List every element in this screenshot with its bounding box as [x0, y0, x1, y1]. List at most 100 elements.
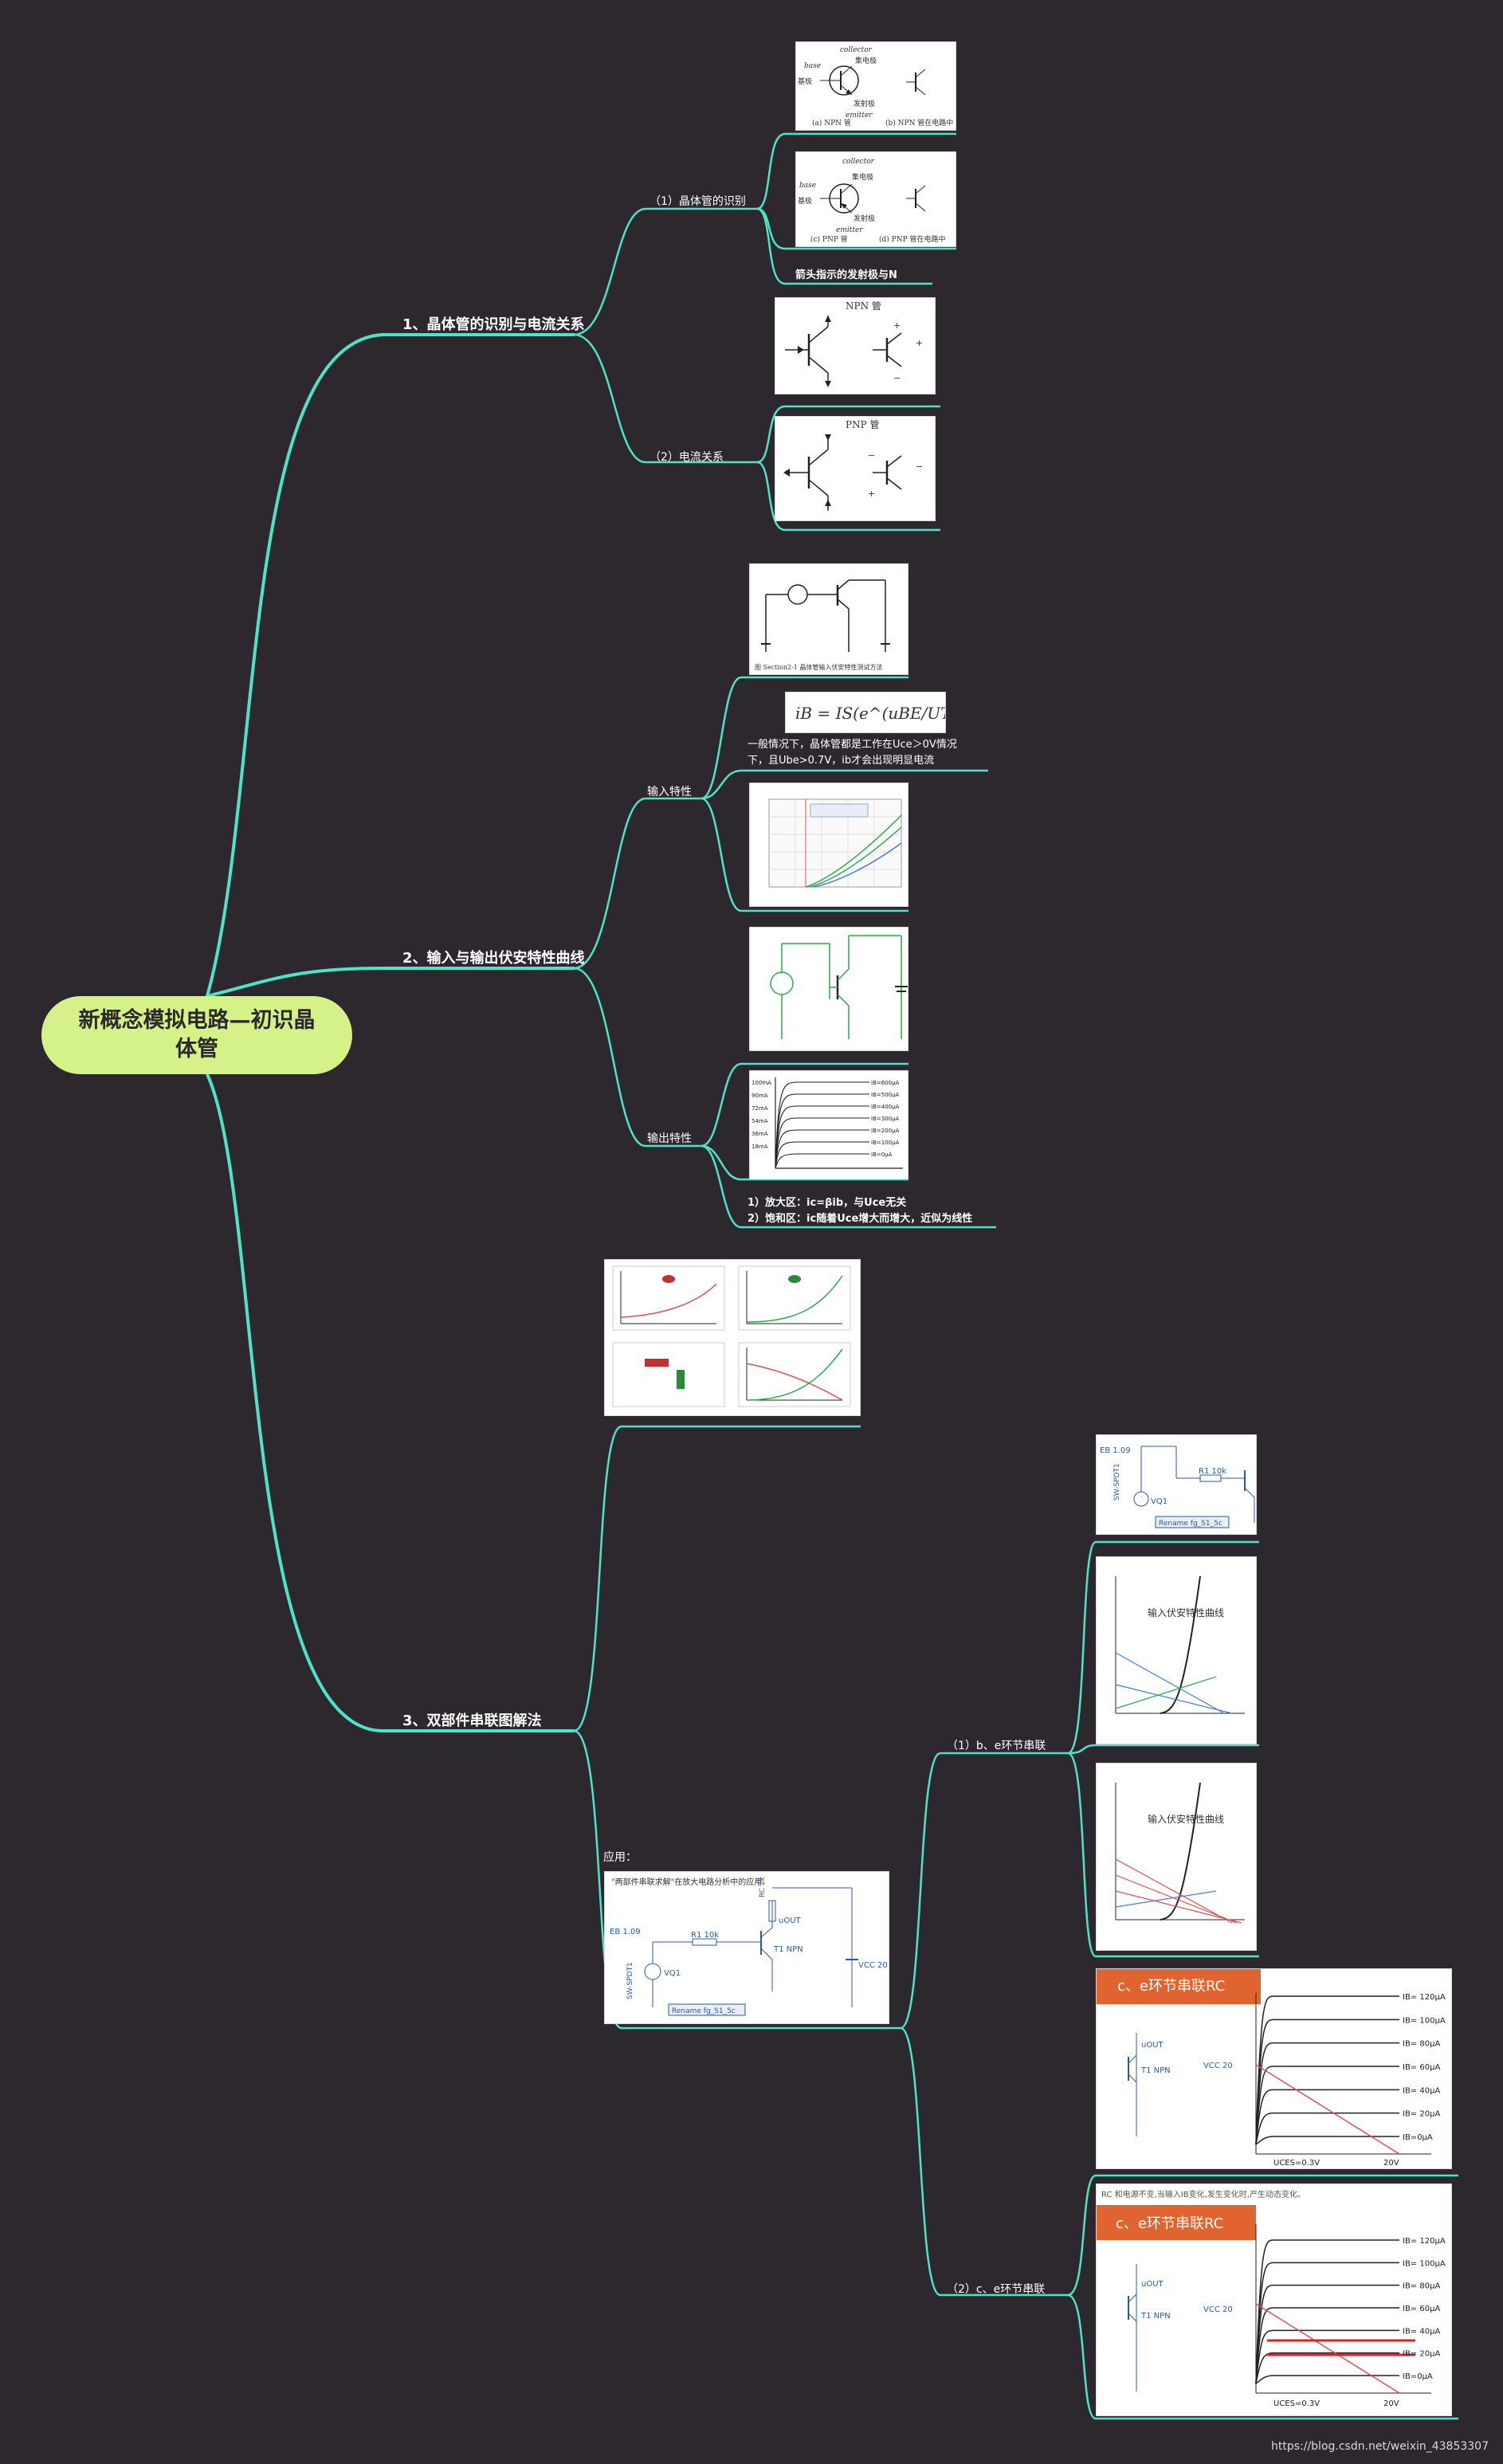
output-curve-label: IB=600μA — [871, 1080, 900, 1086]
connector-topic-2 — [206, 967, 575, 998]
label-fasheji: 发射极 — [854, 99, 875, 108]
figure-input-test-circuit: 图 Section2-1 晶体管输入伏安特性测试方法 — [749, 563, 908, 675]
output-curve-label: IB=300μA — [871, 1116, 900, 1122]
ce-curve-label: IB= 120μA — [1403, 2237, 1446, 2246]
subtopic-output-characteristic[interactable]: 输出特性 — [647, 1132, 692, 1145]
label-base-pnp: base — [799, 182, 816, 190]
ce-curve — [1255, 2375, 1399, 2384]
note-input-2: 下，且Ube>0.7V，ib才会出现明显电流 — [748, 755, 935, 767]
label-vcc: VCC 20 — [858, 1961, 888, 1970]
subtopic-application[interactable]: 应用： — [603, 1851, 637, 1864]
ce-curve-label: IB= 100μA — [1403, 2016, 1446, 2025]
formula-text: iB = IS(e^(uBE/UT) − 1) — [795, 704, 945, 723]
ce-curve-label: IB= 40μA — [1403, 2327, 1440, 2336]
label-sw-2: SW-SPDT1 — [1113, 1463, 1121, 1501]
ce-curve-label: IB= 80μA — [1403, 2040, 1440, 2049]
ce-curve — [1255, 2352, 1399, 2384]
topic-series-graphical-method[interactable]: 3、双部件串联图解法 — [402, 1713, 542, 1729]
subtopic-current-relation[interactable]: （2）电流关系 — [649, 451, 724, 464]
label-jiji-pnp: 基极 — [798, 196, 812, 206]
ce-curve — [1255, 2136, 1399, 2145]
title-pnp: PNP 管 — [846, 418, 879, 430]
ce-curve-label: IB=0μA — [1403, 2372, 1433, 2381]
label-rename-2: Rename fg_S1_5c — [1159, 1520, 1222, 1528]
subtopic-input-characteristic[interactable]: 输入特性 — [647, 786, 692, 798]
ce-curve — [1255, 2089, 1399, 2145]
topic-identification-current[interactable]: 1、晶体管的识别与电流关系 — [402, 316, 585, 333]
output-curve-label: IB=100μA — [871, 1140, 900, 1146]
label-vq1: VQ1 — [664, 1969, 681, 1978]
label-jidianji: 集电极 — [855, 56, 877, 65]
ce-curve — [1255, 2239, 1399, 2384]
figure-application-circuit: "两部件串联求解"在放大电路分析中的应用 EB 1.09 SW-SPDT1 VQ… — [604, 1871, 889, 2024]
label-eb: EB 1.09 — [610, 1928, 641, 1936]
svg-text:+: + — [868, 488, 875, 499]
svg-text:−: − — [916, 461, 923, 472]
slide-ce-series-2: RC 和电源不变,当输入IB变化,发生变化时,产生动态变化。 c、e环节串联RC… — [1096, 2183, 1452, 2416]
label-emitter: emitter — [846, 112, 873, 120]
output-curve — [775, 1093, 869, 1169]
figure-be-loadline-2: 输入伏安特性曲线 — [1096, 1763, 1257, 1951]
topic-iv-curves[interactable]: 2、输入与输出伏安特性曲线 — [402, 950, 585, 967]
label-20v-s1: 20V — [1383, 2159, 1399, 2168]
label-input-curve-2: 输入伏安特性曲线 — [1148, 1813, 1224, 1825]
figure-be-loadline-1: 输入伏安特性曲线 — [1096, 1556, 1257, 1744]
output-y-label: 36mA — [752, 1131, 768, 1137]
watermark: https://blog.csdn.net/weixin_43853307 — [1270, 2440, 1489, 2453]
subtopic-transistor-identify[interactable]: （1）晶体管的识别 — [649, 195, 746, 208]
root-node[interactable]: 新概念模拟电路—初识晶体管 — [41, 996, 352, 1074]
label-jidianji-pnp: 集电极 — [852, 172, 873, 182]
label-20v-s2: 20V — [1383, 2399, 1399, 2408]
figure-npn-currents: NPN 管 + + − — [775, 297, 936, 394]
slide-title-1: c、e环节串联RC — [1097, 1969, 1261, 2004]
svg-text:−: − — [893, 373, 901, 383]
ce-curve-label: IB=0μA — [1403, 2133, 1433, 2142]
label-t1: T1 NPN — [773, 1945, 803, 1954]
slide2-note: RC 和电源不变,当输入IB变化,发生变化时,产生动态变化。 — [1101, 2189, 1305, 2199]
output-y-label: 54mA — [752, 1118, 768, 1124]
output-y-label: 100mA — [752, 1080, 771, 1086]
caption-npn-b: (b) NPN 管在电路中 — [885, 118, 953, 128]
label-rc: RC 2k — [759, 1876, 767, 1897]
output-y-label: 18mA — [752, 1144, 768, 1150]
output-curve — [775, 1153, 869, 1169]
label-uces-s2: UCES=0.3V — [1273, 2399, 1320, 2408]
ce-curve-label: IB= 20μA — [1403, 2350, 1440, 2359]
ce-curve — [1255, 2284, 1399, 2384]
note-arrow-emitter: 箭头指示的发射极与N — [795, 269, 897, 281]
figure-npn-symbol: collector base emitter 集电极 基极 发射极 (a) NP… — [795, 41, 956, 131]
figure-series-two-parts — [604, 1259, 861, 1416]
connector-topic-1 — [206, 333, 575, 998]
ce-curve — [1255, 2262, 1399, 2384]
slide-title-2: c、e环节串联RC — [1116, 2215, 1223, 2232]
output-curve — [775, 1105, 869, 1169]
subtopic-ce-series[interactable]: （2）c、e环节串联 — [947, 2283, 1046, 2296]
label-uout-s1: uOUT — [1141, 2041, 1164, 2050]
figure-pnp-symbol: collector base emitter 集电极 基极 发射极 (c) PN… — [795, 151, 956, 247]
subtopic-be-series[interactable]: （1）b、e环节串联 — [947, 1740, 1046, 1752]
ce-curve — [1255, 2307, 1399, 2384]
label-fasheji-pnp: 发射极 — [854, 214, 875, 223]
output-y-label: 90mA — [752, 1093, 768, 1099]
output-curve-label: IB=500μA — [871, 1092, 900, 1098]
svg-text:+: + — [916, 338, 923, 348]
ce-curve-label: IB= 120μA — [1403, 1993, 1446, 2002]
label-rename: Rename fg_S1_5c — [672, 2007, 736, 2015]
svg-text:+: + — [893, 320, 901, 331]
caption-npn-a: (a) NPN 管 — [812, 118, 851, 128]
caption-pnp-c: (c) PNP 管 — [810, 234, 848, 244]
figure-pnp-currents: PNP 管 − − + — [775, 416, 936, 521]
label-r1: R1 10k — [691, 1931, 719, 1940]
caption-input-test: 图 Section2-1 晶体管输入伏安特性测试方法 — [755, 663, 882, 671]
label-uces-s1: UCES=0.3V — [1273, 2159, 1320, 2168]
output-curve — [775, 1129, 869, 1169]
connector-topic-3 — [206, 1073, 575, 1732]
label-collector-pnp: collector — [842, 158, 875, 166]
caption-application: "两部件串联求解"在放大电路分析中的应用 — [611, 1877, 762, 1887]
slide-ce-series-1: c、e环节串联RC T1 NPN uOUT VCC 20 UCES=0.3V 2… — [1096, 1968, 1452, 2169]
output-curve — [775, 1141, 869, 1169]
ce-curve — [1255, 1995, 1399, 2145]
label-collector: collector — [840, 46, 873, 54]
